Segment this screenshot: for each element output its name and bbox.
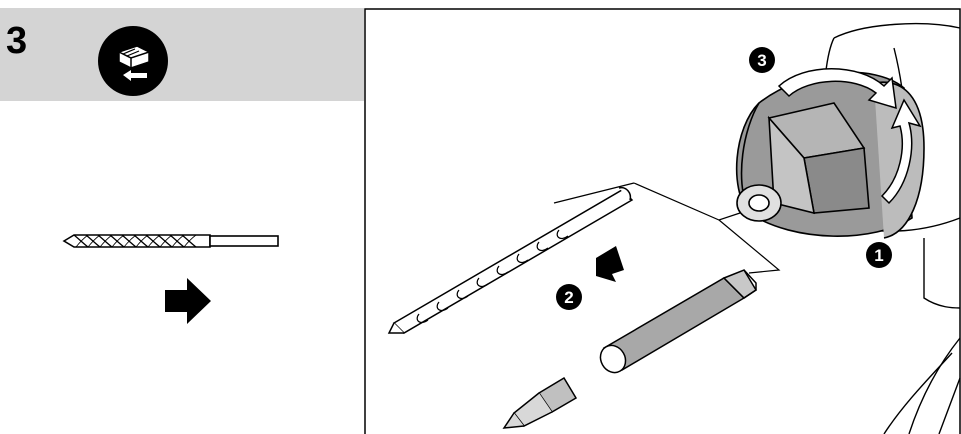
insert-arrow	[596, 246, 624, 282]
drill-bit-illustration	[60, 226, 282, 256]
callout-1-label: 1	[874, 246, 883, 265]
callout-2-label: 2	[564, 288, 573, 307]
right-arrow-icon	[163, 276, 213, 326]
callout-3-label: 3	[757, 51, 766, 70]
chuck	[737, 72, 924, 238]
diagram-panel: 3 1 2	[364, 8, 961, 434]
battery-remove-icon	[97, 25, 169, 97]
step-header: 3	[0, 8, 364, 101]
chuck-diagram: 3 1 2	[364, 8, 961, 434]
left-panel: 3	[0, 0, 364, 434]
screwdriver-bit	[504, 378, 576, 428]
step-number: 3	[6, 22, 27, 60]
drill-bit	[389, 188, 632, 333]
bit-holder	[596, 270, 756, 377]
